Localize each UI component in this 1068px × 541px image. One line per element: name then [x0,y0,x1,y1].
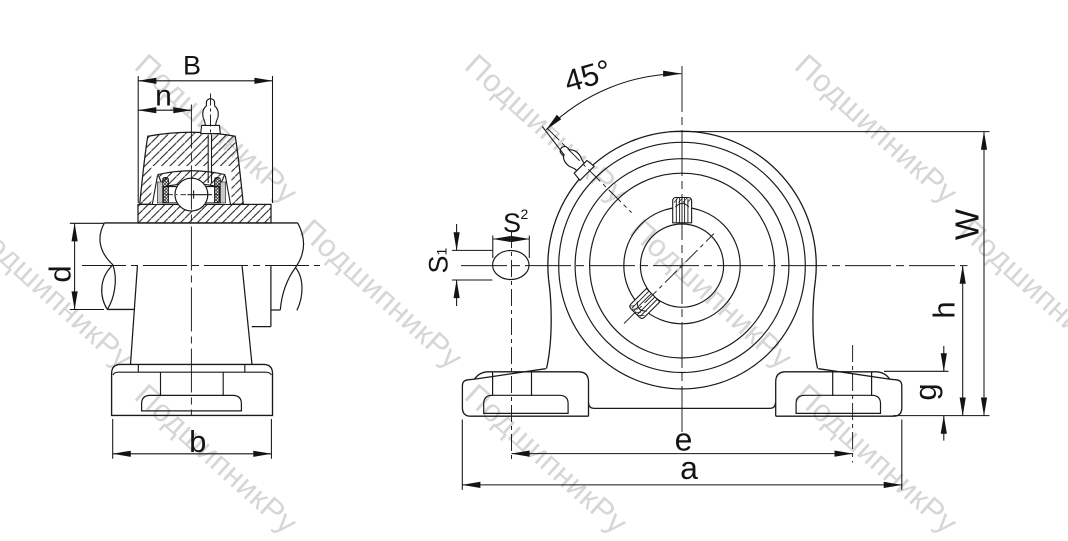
svg-text:W: W [948,208,985,240]
svg-text:S: S [503,208,521,238]
svg-text:g: g [908,383,943,400]
svg-text:h: h [927,301,962,318]
svg-text:2: 2 [521,206,529,222]
svg-text:d: d [43,265,78,282]
svg-text:1: 1 [434,248,450,256]
svg-text:S: S [424,255,454,273]
svg-text:e: e [675,422,693,458]
svg-text:b: b [189,424,206,459]
svg-text:B: B [183,51,201,81]
svg-text:a: a [680,450,698,486]
svg-text:n: n [155,80,172,113]
